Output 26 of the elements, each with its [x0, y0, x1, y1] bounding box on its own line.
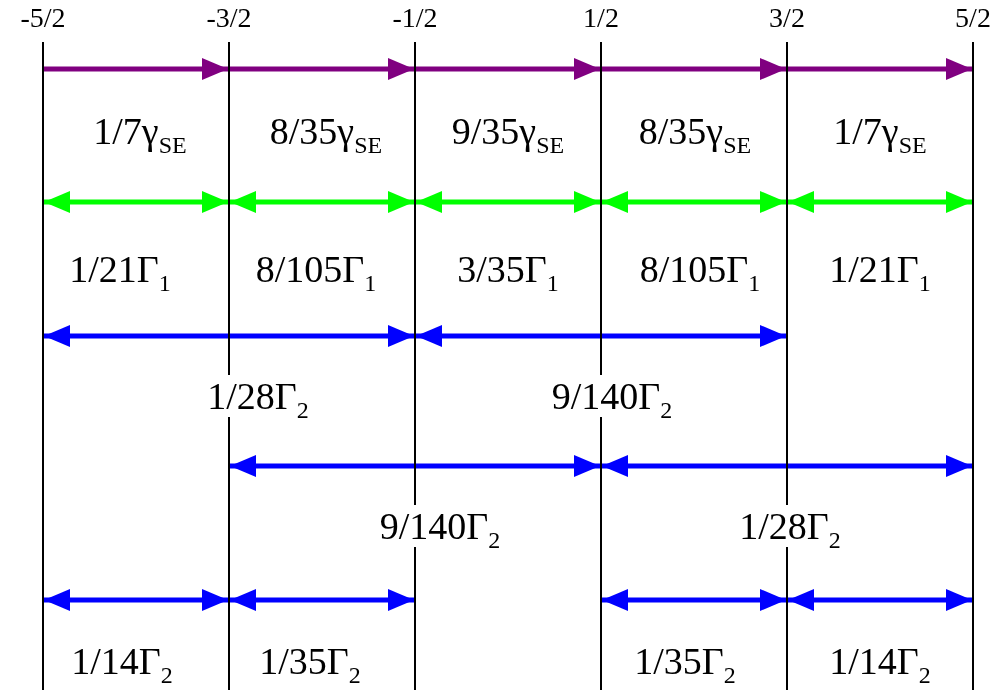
arrow: [788, 58, 972, 80]
level-label: -5/2: [19, 2, 67, 34]
arrow: [230, 589, 414, 611]
level-label: -1/2: [391, 2, 439, 34]
level-label: 5/2: [954, 2, 992, 34]
arrow: [230, 191, 414, 213]
arrow: [416, 191, 600, 213]
arrow: [602, 58, 786, 80]
arrow: [602, 589, 786, 611]
arrow: [44, 325, 414, 347]
arrow: [230, 455, 600, 477]
arrow: [230, 58, 414, 80]
arrow: [44, 191, 228, 213]
arrow: [602, 191, 786, 213]
arrow: [44, 589, 228, 611]
edge-label: 9/140Γ$_{2}$: [550, 375, 674, 417]
arrow: [44, 58, 228, 80]
arrow: [416, 58, 600, 80]
arrow: [788, 589, 972, 611]
arrow: [602, 455, 972, 477]
arrow: [416, 325, 786, 347]
arrow: [788, 191, 972, 213]
edge-label: 9/140Γ$_{2}$: [378, 505, 502, 547]
level-label: 3/2: [768, 2, 806, 34]
level-label: -3/2: [205, 2, 253, 34]
level-label: 1/2: [582, 2, 620, 34]
